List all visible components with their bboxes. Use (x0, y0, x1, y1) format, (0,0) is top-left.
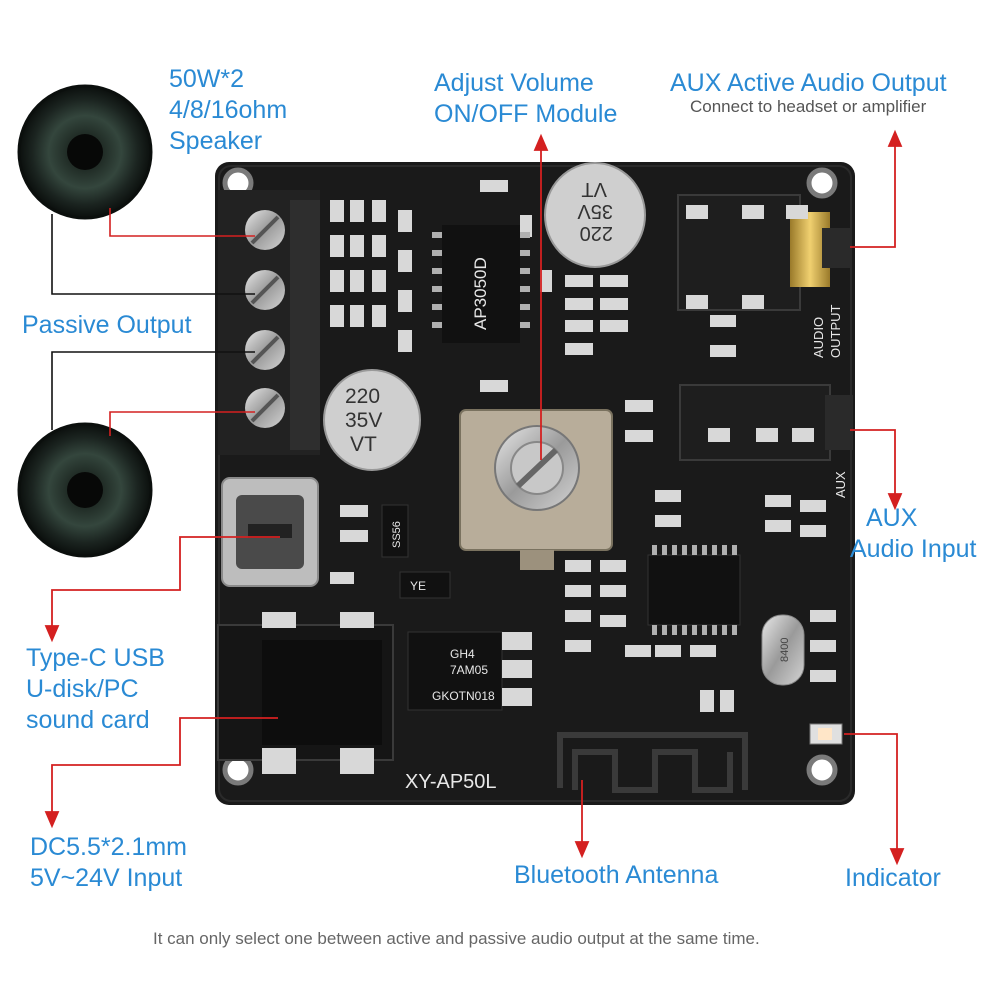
type-c-label: Type-C USB U-disk/PC sound card (26, 643, 165, 736)
arrow-adjust-volume (533, 133, 549, 151)
aux-input-label-1: AUX (866, 504, 918, 532)
bluetooth-antenna-label: Bluetooth Antenna (514, 861, 719, 889)
terminal-screw (245, 388, 285, 428)
terminal-screw (245, 270, 285, 310)
capacitor-left: 220 35V VT (323, 369, 421, 471)
leader-dc (51, 717, 278, 818)
regulator-silk-2: 7AM05 (450, 663, 488, 677)
type-c-line-1: Type-C USB (26, 644, 165, 672)
leader-aux-input (850, 429, 896, 500)
aux-output-sublabel: Connect to headset or amplifier (690, 97, 927, 116)
cap-top-line-1: 220 (580, 222, 613, 244)
footer-note: It can only select one between active an… (153, 929, 760, 948)
speaker-wiring (51, 208, 255, 436)
screw-terminal-block (218, 190, 320, 455)
mounting-hole (806, 754, 838, 786)
speaker-spec-label: 50W*2 4/8/16ohm Speaker (169, 64, 287, 157)
cap-top-line-2: 35V (577, 200, 613, 222)
terminal-screw (245, 210, 285, 250)
aux-input-label-2: Audio Input (850, 535, 977, 563)
speaker-spec-line-1: 50W*2 (169, 65, 245, 93)
bluetooth-antenna-trace (557, 732, 748, 793)
diode: SS56 YE (381, 504, 451, 599)
aux-input-jack: AUX (679, 384, 853, 498)
aux-output-label: AUX Active Audio Output (670, 69, 947, 97)
aux-silk: AUX (833, 471, 848, 498)
audio-output-silk-1: AUDIO (811, 317, 826, 358)
cap-left-line-3: VT (350, 433, 377, 456)
amplifier-chip: AP3050D (432, 225, 530, 343)
speaker-bottom (17, 422, 153, 558)
board-name-silk: XY-AP50L (405, 771, 497, 793)
type-c-port (221, 477, 319, 587)
speaker-spec-line-3: Speaker (169, 127, 263, 155)
adjust-volume-label: Adjust Volume ON/OFF Module (434, 68, 617, 130)
dc-input-label: DC5.5*2.1mm 5V~24V Input (30, 832, 187, 894)
terminal-screw (245, 330, 285, 370)
capacitor-top: 220 35V VT (544, 162, 646, 268)
chip-marking: AP3050D (471, 257, 490, 330)
dc-barrel-jack (217, 612, 394, 774)
crystal-oscillator: 8400 (761, 614, 805, 686)
smd-components (330, 180, 836, 712)
type-c-line-3: sound card (26, 706, 150, 734)
bluetooth-chip (647, 545, 741, 635)
leader-type-c (51, 536, 280, 632)
speaker-spec-line-2: 4/8/16ohm (169, 96, 288, 124)
regulator-silk-1: GH4 (450, 647, 475, 661)
arrow-bluetooth (574, 841, 590, 859)
cap-left-line-2: 35V (345, 409, 382, 432)
aux-output-jack: AUDIO OUTPUT (677, 194, 852, 359)
volume-potentiometer (459, 409, 613, 570)
diode-silk: SS56 (391, 521, 403, 548)
arrow-aux-input (887, 493, 903, 511)
leader-indicator (844, 733, 898, 855)
passive-output-label: Passive Output (22, 311, 192, 339)
arrow-dc (44, 811, 60, 829)
leader-aux-output (850, 140, 896, 248)
dc-input-line-1: DC5.5*2.1mm (30, 833, 187, 861)
diode2-silk: YE (410, 579, 426, 593)
type-c-line-2: U-disk/PC (26, 675, 139, 703)
cap-top-line-3: VT (581, 178, 607, 200)
speaker-top (17, 84, 153, 220)
regulator-silk-3: GKOTN018 (432, 689, 495, 703)
audio-output-silk-2: OUTPUT (828, 305, 843, 359)
arrow-type-c (44, 625, 60, 643)
adjust-volume-line-1: Adjust Volume (434, 69, 594, 97)
crystal-silk: 8400 (779, 638, 791, 662)
dc-input-line-2: 5V~24V Input (30, 864, 183, 892)
arrow-indicator (889, 848, 905, 866)
indicator-label: Indicator (845, 864, 941, 892)
indicator-led (809, 723, 843, 745)
arrow-aux-output (887, 129, 903, 147)
leader-lines (44, 129, 905, 866)
cap-left-line-1: 220 (345, 385, 380, 408)
voltage-regulator: GH4 7AM05 GKOTN018 (407, 631, 532, 711)
mounting-hole (806, 167, 838, 199)
adjust-volume-line-2: ON/OFF Module (434, 100, 618, 128)
